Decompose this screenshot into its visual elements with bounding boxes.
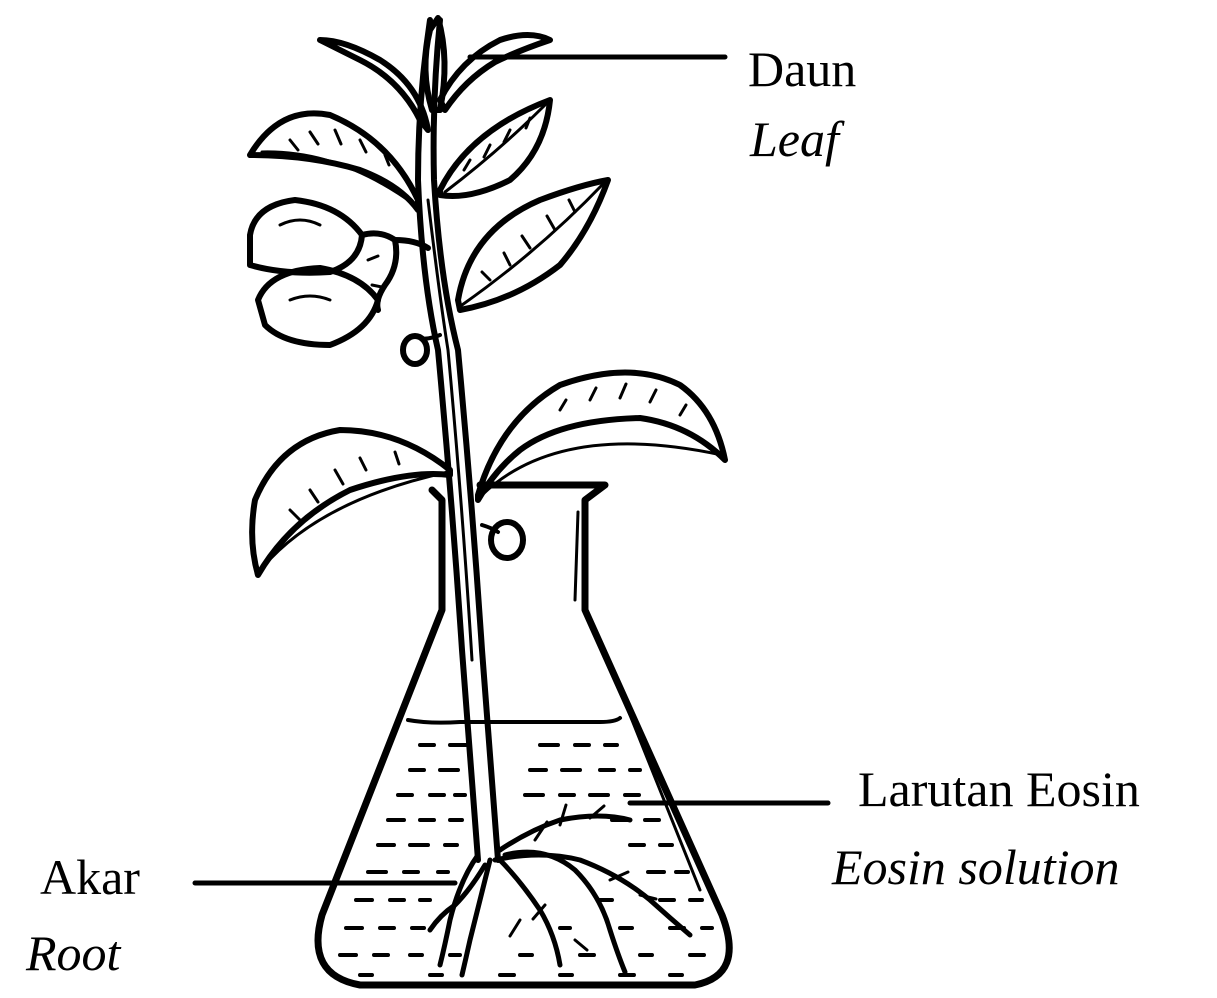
- plant-stem: [418, 20, 498, 860]
- label-daun: Daun: [748, 44, 856, 94]
- bud-lower: [491, 522, 523, 558]
- label-akar: Akar: [40, 852, 140, 902]
- conical-flask: [318, 485, 729, 985]
- label-larutan-eosin: Larutan Eosin: [858, 764, 1140, 814]
- roots: [430, 805, 690, 975]
- label-eosin-solution: Eosin solution: [832, 842, 1120, 892]
- leaf-vein-hatching: [290, 118, 686, 520]
- flower: [250, 200, 428, 345]
- flask-inner-shade-right: [600, 640, 700, 890]
- flask-rim-highlight: [575, 512, 578, 600]
- leaf-lower-right: [478, 373, 725, 501]
- flower-sepal: [362, 233, 396, 310]
- label-leaf: Leaf: [750, 114, 839, 164]
- solution-surface: [408, 718, 620, 723]
- flower-petal-upper: [250, 200, 362, 273]
- eosin-solution: [340, 718, 712, 975]
- leaf-top-right: [440, 35, 550, 110]
- flask-outline: [318, 485, 729, 985]
- label-root: Root: [26, 928, 120, 978]
- flower-petal-lower: [258, 268, 378, 345]
